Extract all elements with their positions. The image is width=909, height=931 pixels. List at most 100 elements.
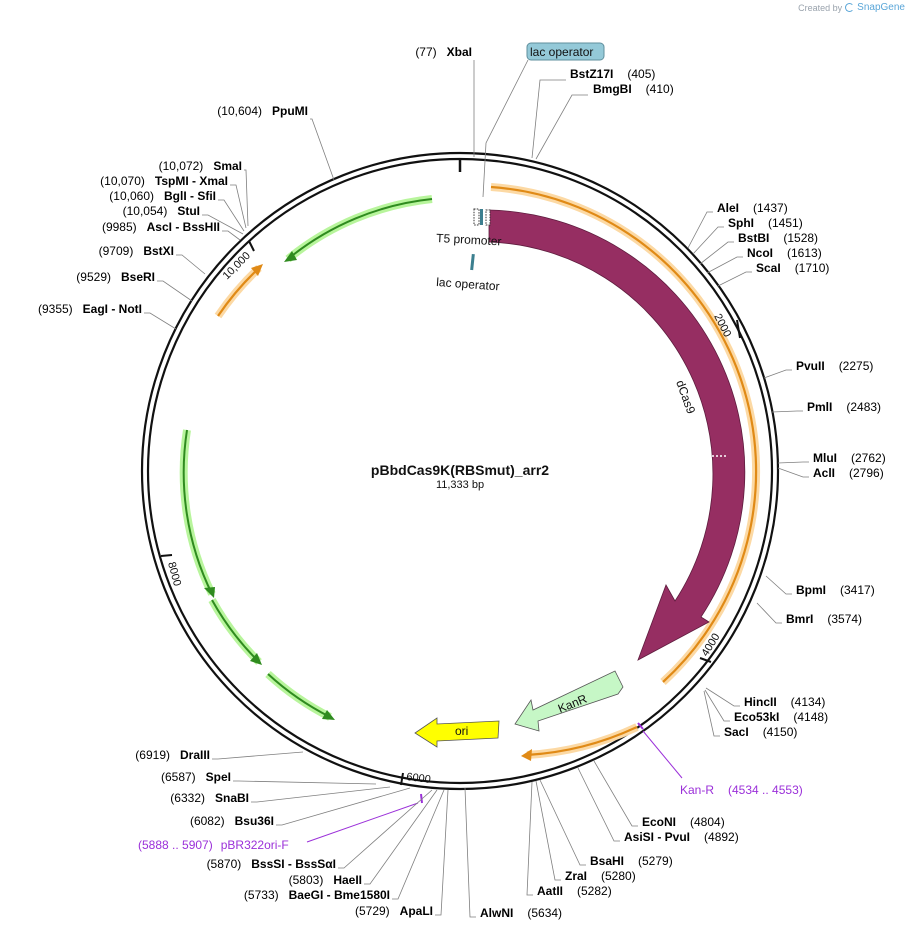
kanr-label: KanR: [556, 691, 589, 715]
restriction-site-label: BmrI(3574): [786, 612, 862, 626]
site-leader: [251, 786, 391, 803]
site-position: (1451): [768, 216, 803, 230]
site-leader: [593, 760, 638, 827]
restriction-site-label: HincII(4134): [744, 695, 825, 709]
primer-name-ori: pBR322ori-F: [221, 838, 289, 852]
site-name: BaeGI - Bme1580I: [289, 888, 390, 902]
site-position: (1613): [787, 246, 822, 260]
restriction-site-label: SacI (4150): [724, 725, 797, 739]
restriction-site-label: (6082)Bsu36I: [190, 814, 274, 828]
orange-arc-bottom-line: [526, 726, 638, 757]
site-position: (4150): [763, 725, 798, 739]
restriction-site-label: AatII(5282): [537, 884, 612, 898]
site-name: StuI: [177, 204, 200, 218]
site-leader: [244, 169, 249, 227]
site-position: (5282): [577, 884, 612, 898]
site-name: SacI: [724, 725, 749, 739]
site-leader: [392, 789, 445, 900]
t5-promoter-glyph: [473, 208, 491, 226]
restriction-site-label: MluI(2762): [813, 451, 886, 465]
restriction-site-label: BmgBI(410): [593, 82, 674, 96]
site-position: (6919): [135, 748, 170, 762]
site-name: XbaI: [447, 45, 472, 59]
site-position: (6587): [161, 770, 196, 784]
site-position: (1528): [783, 231, 818, 245]
site-name: PvuII: [796, 359, 825, 373]
restriction-site-label: BstZ17I(405): [570, 67, 655, 81]
restriction-site-label: (9355)EagI - NotI: [38, 302, 142, 316]
site-leader: [692, 226, 724, 255]
site-name: BstBI: [738, 231, 769, 245]
site-name: ApaLI: [400, 904, 433, 918]
site-position: (2796): [849, 466, 884, 480]
site-leader: [202, 214, 244, 235]
site-name: PmlI: [807, 400, 832, 414]
restriction-site-label: (9985) AscI - BssHII: [102, 220, 220, 234]
site-leader: [526, 781, 533, 896]
site-name: DraIII: [180, 748, 210, 762]
site-name: ScaI: [756, 261, 781, 275]
site-leader: [338, 789, 433, 869]
site-name: BstXI: [143, 244, 174, 258]
site-name: SpeI: [206, 770, 231, 784]
restriction-site-label: (10,072)SmaI: [159, 159, 242, 173]
restriction-site-label: BpmI(3417): [796, 583, 875, 597]
restriction-site-label: AsiSI - PvuI(4892): [624, 830, 739, 844]
site-position: (77): [415, 45, 436, 59]
lac-operator-inner-label: lac operator: [436, 275, 500, 293]
site-position: (9355): [38, 302, 73, 316]
site-name: HincII: [744, 695, 777, 709]
primer-kanr-leader: [642, 730, 683, 779]
site-position: (2275): [839, 359, 874, 373]
site-position: (5733): [244, 888, 279, 902]
primer-range-kanr: (4534 .. 4553): [728, 783, 803, 797]
primer-kanr-mark: [637, 722, 644, 730]
site-position: (4148): [793, 710, 828, 724]
site-leader: [230, 184, 247, 229]
site-leader: [310, 118, 335, 181]
restriction-site-label: (9709)BstXI: [99, 244, 174, 258]
snapgene-logo-icon: [845, 3, 855, 12]
site-name: HaeII: [333, 873, 362, 887]
kanr-feature: [514, 670, 624, 732]
site-position: (5279): [638, 854, 673, 868]
restriction-site-label: AclI(2796): [813, 466, 884, 480]
site-position: (5870): [207, 857, 242, 871]
site-name: SmaI: [213, 159, 242, 173]
restriction-site-label: (77) XbaI: [415, 45, 472, 59]
site-position: (10,070): [100, 174, 145, 188]
restriction-site-label: (9529)BseRI: [76, 270, 155, 284]
site-leader: [157, 280, 193, 302]
site-leader: [222, 230, 241, 241]
site-name: AleI: [717, 201, 739, 215]
primer-ori-leader: [306, 802, 419, 843]
site-name: BstZ17I: [570, 67, 613, 81]
site-name: Eco53kI: [734, 710, 779, 724]
site-leader: [704, 689, 730, 722]
backbone-outer-ring: [140, 151, 780, 791]
site-name: AscI - BssHII: [147, 220, 220, 234]
site-name: BmgBI: [593, 82, 632, 96]
site-name: AsiSI - PvuI: [624, 830, 690, 844]
restriction-site-label: (10,070)TspMI - XmaI: [100, 174, 228, 188]
restriction-sites: (77)XbaIBstZ17I(405)BmgBI(410)AleI(1437)…: [38, 45, 886, 920]
plasmid-name: pBbdCas9K(RBSmut)_arr2: [371, 462, 549, 478]
orange-arc-bottom: [526, 723, 639, 759]
primer-label-ori: (5888 .. 5907)pBR322ori-F: [138, 838, 289, 852]
site-leader: [777, 461, 809, 464]
site-leader: [535, 94, 588, 160]
green-feature-arcs: [179, 195, 433, 721]
green-arc-left: [179, 429, 216, 596]
site-position: (6082): [190, 814, 225, 828]
tick-label-6000: 6000: [406, 771, 432, 786]
plasmid-length: 11,333 bp: [436, 479, 484, 491]
site-name: BseRI: [121, 270, 155, 284]
site-name: AlwNI: [480, 906, 513, 920]
site-position: (5729): [355, 904, 390, 918]
restriction-site-label: (5733) BaeGI - Bme1580I: [244, 888, 390, 902]
site-position: (6332): [170, 791, 205, 805]
site-position: (9985): [102, 220, 137, 234]
coordinate-ticks: 2000 4000 6000 8000 10,000: [160, 240, 741, 786]
ori-label: ori: [455, 724, 468, 738]
